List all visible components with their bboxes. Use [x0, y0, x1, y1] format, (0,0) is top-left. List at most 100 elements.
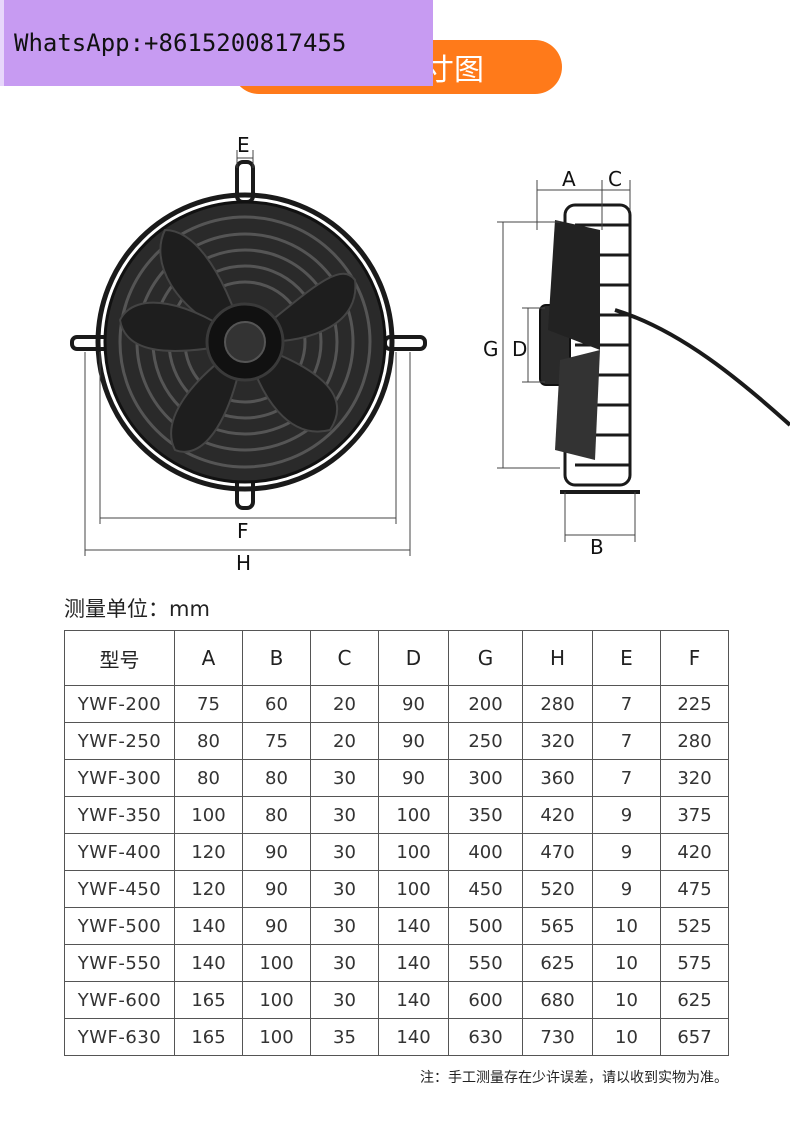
- table-header-cell: H: [522, 630, 593, 686]
- table-cell: 30: [310, 981, 379, 1019]
- table-cell: 80: [242, 759, 311, 797]
- label-g: G: [483, 337, 499, 361]
- table-cell: 625: [660, 981, 729, 1019]
- table-cell-model: YWF-350: [64, 796, 175, 834]
- table-cell: 30: [310, 796, 379, 834]
- table-cell: 140: [378, 1018, 449, 1056]
- table-cell: 80: [174, 722, 243, 760]
- table-cell-model: YWF-500: [64, 907, 175, 945]
- table-header-cell: A: [174, 630, 243, 686]
- table-header-cell: F: [660, 630, 729, 686]
- table-cell: 30: [310, 907, 379, 945]
- table-cell: 100: [174, 796, 243, 834]
- table-cell: 100: [378, 796, 449, 834]
- table-cell: 165: [174, 981, 243, 1019]
- table-cell: 625: [522, 944, 593, 982]
- side-dimension-lines: [497, 180, 636, 542]
- table-cell: 30: [310, 944, 379, 982]
- table-cell: 20: [310, 722, 379, 760]
- table-cell: 120: [174, 833, 243, 871]
- table-cell: 10: [592, 907, 661, 945]
- label-e: E: [237, 133, 250, 157]
- table-cell: 10: [592, 944, 661, 982]
- table-cell: 9: [592, 870, 661, 908]
- banner-title: 寸图: [424, 53, 484, 88]
- table-cell: 280: [522, 685, 593, 723]
- table-cell: 100: [242, 944, 311, 982]
- label-f: F: [237, 519, 249, 543]
- table-cell: 9: [592, 833, 661, 871]
- table-cell: 360: [522, 759, 593, 797]
- table-cell: 420: [522, 796, 593, 834]
- table-cell-model: YWF-550: [64, 944, 175, 982]
- fan-front-view: E F H: [70, 133, 427, 575]
- table-cell: 420: [660, 833, 729, 871]
- label-h: H: [236, 551, 251, 575]
- table-cell: 90: [242, 870, 311, 908]
- table-cell-model: YWF-450: [64, 870, 175, 908]
- front-dimension-lines: [84, 150, 411, 556]
- label-c: C: [608, 167, 622, 191]
- table-cell: 475: [660, 870, 729, 908]
- table-cell: 225: [660, 685, 729, 723]
- measurement-note: 注：手工测量存在少许误差，请以收到实物为准。: [420, 1070, 728, 1086]
- table-cell: 520: [522, 870, 593, 908]
- table-cell: 140: [174, 944, 243, 982]
- table-cell: 565: [522, 907, 593, 945]
- table-cell: 575: [660, 944, 729, 982]
- table-header-cell: E: [592, 630, 661, 686]
- table-cell: 350: [448, 796, 523, 834]
- table-cell: 10: [592, 1018, 661, 1056]
- table-cell: 375: [660, 796, 729, 834]
- table-cell: 7: [592, 685, 661, 723]
- table-cell: 100: [242, 1018, 311, 1056]
- table-cell-model: YWF-600: [64, 981, 175, 1019]
- side-blade-bottom: [555, 350, 600, 460]
- table-cell: 680: [522, 981, 593, 1019]
- table-cell: 630: [448, 1018, 523, 1056]
- table-cell: 320: [660, 759, 729, 797]
- table-cell: 30: [310, 870, 379, 908]
- table-cell-model: YWF-400: [64, 833, 175, 871]
- outer-ring: [95, 192, 395, 492]
- table-header-cell: C: [310, 630, 379, 686]
- table-cell: 20: [310, 685, 379, 723]
- table-header-cell: G: [448, 630, 523, 686]
- table-cell: 500: [448, 907, 523, 945]
- table-cell-model: YWF-200: [64, 685, 175, 723]
- table-cell: 470: [522, 833, 593, 871]
- table-cell: 140: [378, 907, 449, 945]
- table-cell: 7: [592, 759, 661, 797]
- hub-center: [224, 321, 266, 363]
- watermark-text: WhatsApp:+8615200817455: [14, 29, 347, 57]
- table-cell: 320: [522, 722, 593, 760]
- table-cell-model: YWF-630: [64, 1018, 175, 1056]
- table-cell: 10: [592, 981, 661, 1019]
- table-cell-model: YWF-250: [64, 722, 175, 760]
- table-cell: 80: [242, 796, 311, 834]
- table-cell: 35: [310, 1018, 379, 1056]
- measurement-unit: 测量单位：mm: [64, 597, 210, 621]
- table-cell: 600: [448, 981, 523, 1019]
- table-cell: 75: [242, 722, 311, 760]
- table-cell: 90: [378, 759, 449, 797]
- table-cell: 90: [378, 685, 449, 723]
- table-cell: 90: [242, 907, 311, 945]
- table-cell: 730: [522, 1018, 593, 1056]
- side-blade-top: [548, 220, 600, 350]
- table-cell: 400: [448, 833, 523, 871]
- table-cell: 450: [448, 870, 523, 908]
- table-header-cell: 型号: [64, 630, 175, 686]
- table-cell: 300: [448, 759, 523, 797]
- table-header-cell: D: [378, 630, 449, 686]
- table-cell: 280: [660, 722, 729, 760]
- table-cell: 100: [378, 833, 449, 871]
- label-d: D: [512, 337, 527, 361]
